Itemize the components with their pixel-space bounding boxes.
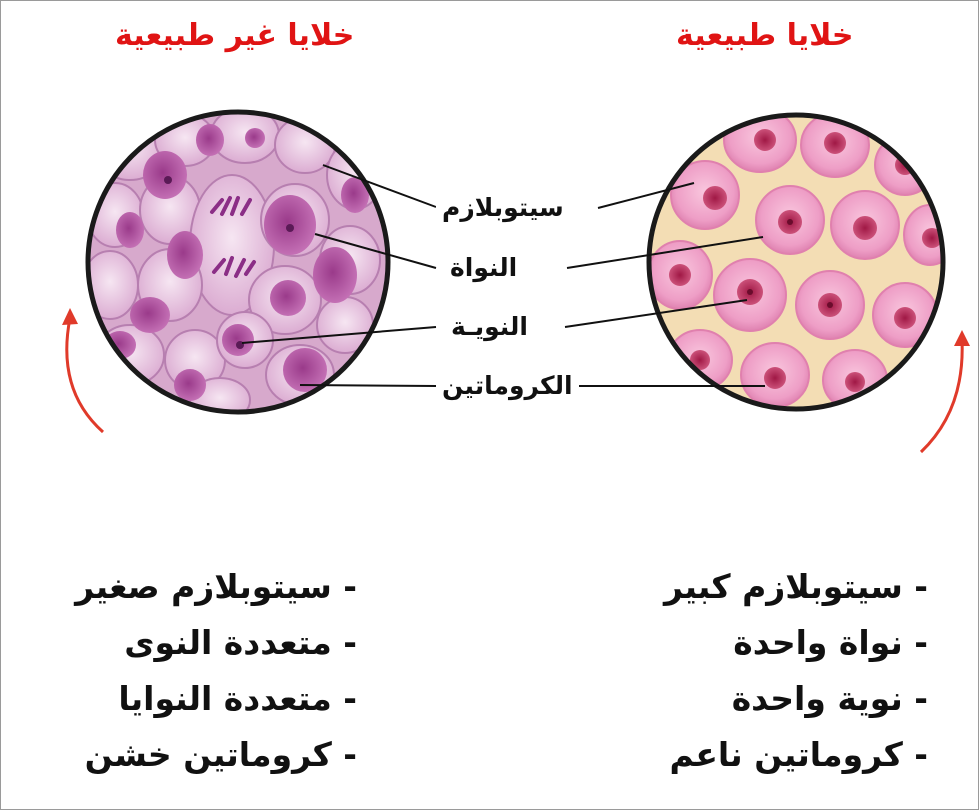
list-item: - كروماتين خشن [75,727,357,783]
curved-arrow-up-icon [921,330,970,452]
list-item: - سيتوبلازم صغير [75,559,357,615]
label-chromatin: الكروماتين [436,370,579,402]
normal-cells-micrograph [640,105,960,425]
list-item: - كروماتين ناعم [664,727,928,783]
abnormal-cells-micrograph [80,105,400,425]
list-item: - متعددة النوى [75,615,357,671]
normal-cells-title: خلايا طبيعية [676,18,854,53]
list-item: - متعددة النوايا [75,671,357,727]
list-item: - نواة واحدة [664,615,928,671]
abnormal-features-list: - سيتوبلازم صغير - متعددة النوى - متعددة… [75,559,357,783]
label-nucleolus: النويـة [445,311,534,343]
label-nucleus: النواة [444,252,523,284]
abnormal-cells-title: خلايا غير طبيعية [115,18,354,53]
label-cytoplasm: سيتوبلازم [436,192,570,224]
list-item: - سيتوبلازم كبير [664,559,928,615]
list-item: - نوية واحدة [664,671,928,727]
normal-features-list: - سيتوبلازم كبير - نواة واحدة - نوية واح… [664,559,928,783]
curved-arrow-up-icon [62,308,103,432]
